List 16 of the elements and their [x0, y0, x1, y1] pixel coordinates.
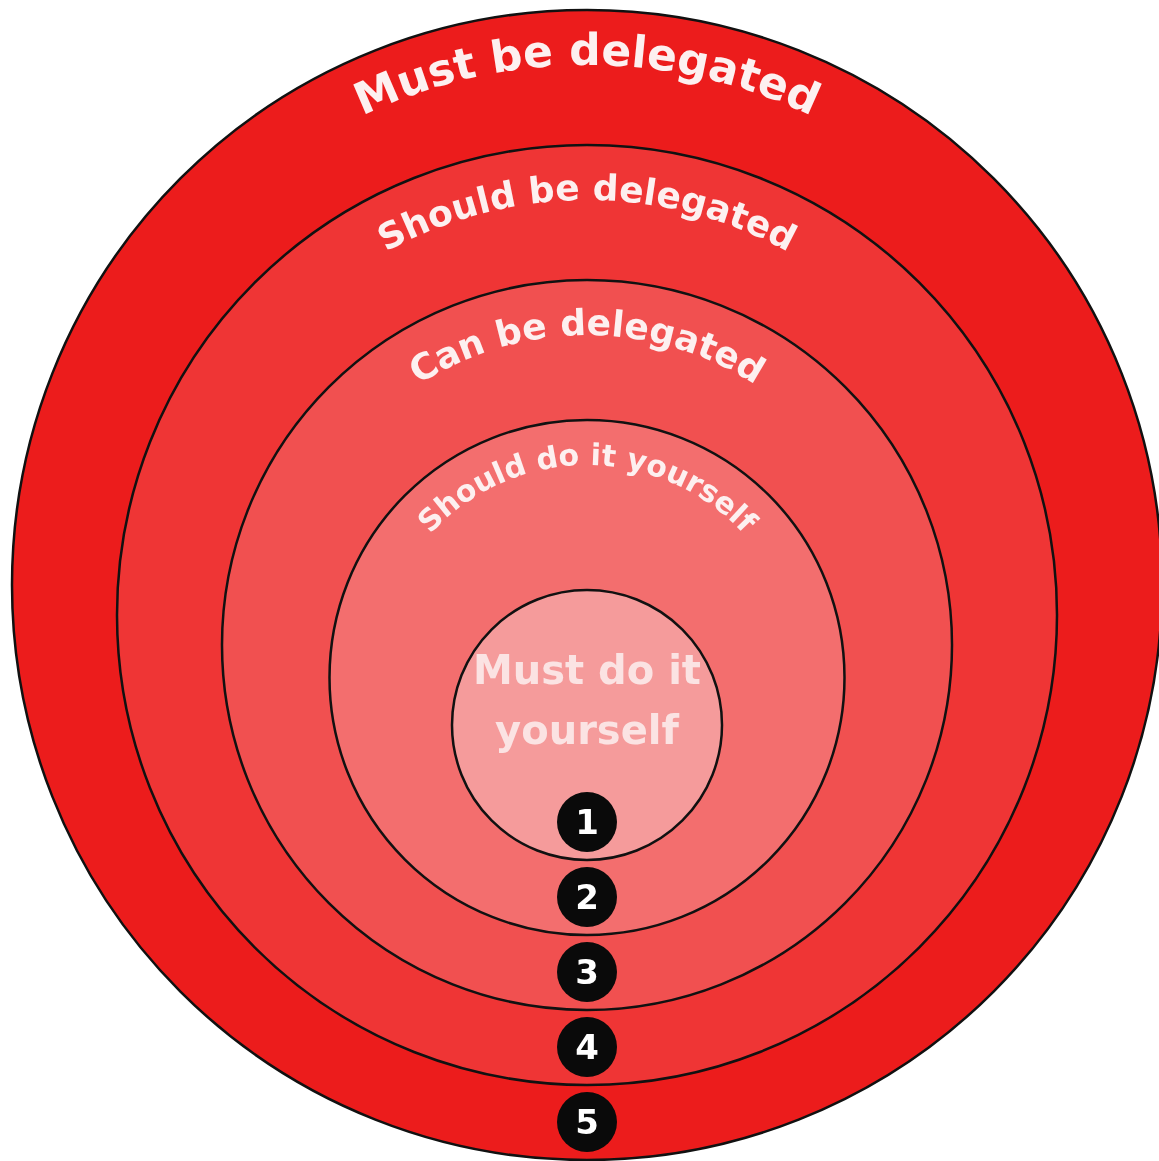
- number-badge: [557, 1092, 617, 1152]
- badge-number: 3: [575, 952, 599, 992]
- badge-number: 2: [575, 877, 599, 917]
- circle-band: [328, 418, 846, 937]
- number-badge: [557, 942, 617, 1002]
- circle-band: [220, 278, 954, 1012]
- number-badge: [557, 1017, 617, 1077]
- badge-number: 4: [575, 1027, 599, 1067]
- center-circle: [450, 588, 724, 862]
- number-badge: [557, 792, 617, 852]
- badge-number: 1: [575, 802, 599, 842]
- circle-band: [115, 143, 1059, 1087]
- number-badge: [557, 867, 617, 927]
- badge-number: 5: [575, 1102, 599, 1142]
- center-label: Must do it yourself: [472, 646, 702, 755]
- circle-band: [10, 8, 1159, 1161]
